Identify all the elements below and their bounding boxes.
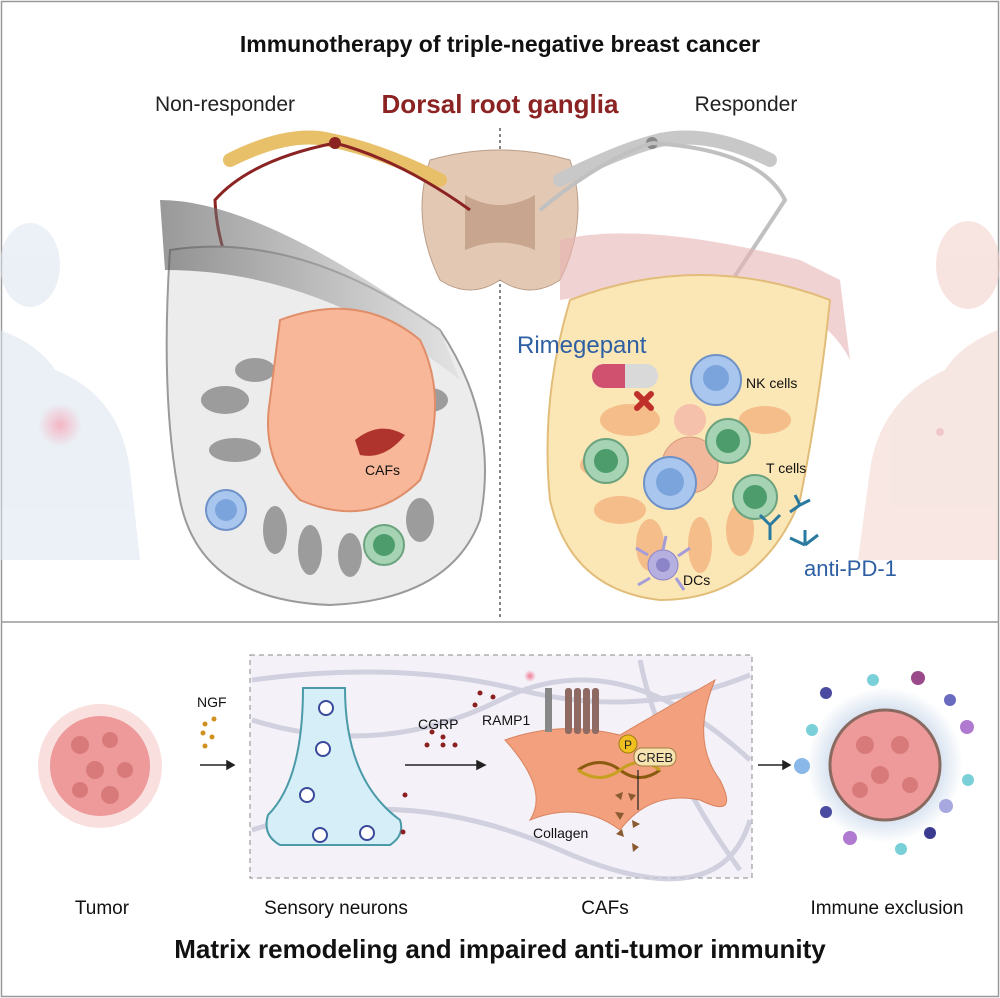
- collagen-label: Collagen: [533, 825, 588, 841]
- creb-label: CREB: [637, 750, 673, 765]
- breast-non-responder: [160, 200, 486, 607]
- caf-cell-icon: [504, 678, 728, 831]
- cafs-label-top: CAFs: [365, 462, 400, 478]
- dendritic-cell-icon: [635, 535, 691, 591]
- bottom-title: Matrix remodeling and impaired anti-tumo…: [174, 934, 826, 964]
- vesicle-icons: [299, 700, 375, 843]
- rimegepant-label: Rimegepant: [517, 332, 647, 359]
- signal-glow-icon: [524, 670, 536, 682]
- phospho-icon: [618, 734, 638, 754]
- sensory-neuron-terminal-icon: [265, 687, 403, 846]
- stage-label-cafs: CAFs: [581, 898, 629, 919]
- rimegepant-pill-icon: [592, 364, 658, 388]
- p-label: P: [624, 738, 632, 752]
- top-title: Immunotherapy of triple-negative breast …: [240, 31, 760, 57]
- stage-label-sensory-neurons: Sensory neurons: [264, 898, 408, 919]
- anti-pd1-antibody-icon: [758, 494, 819, 547]
- ngf-label: NGF: [197, 694, 227, 710]
- stage-label-tumor: Tumor: [75, 898, 130, 919]
- dcs-label: DCs: [683, 572, 710, 588]
- dorsal-root-ganglia-label: Dorsal root ganglia: [382, 89, 619, 119]
- patient-left-figure: [0, 223, 140, 560]
- t-cell-icon: [583, 418, 778, 520]
- cgrp-label: CGRP: [418, 716, 458, 732]
- collagen-particles-icon: [615, 792, 640, 852]
- nk-cells-label: NK cells: [746, 375, 797, 391]
- anti-pd1-label: anti-PD-1: [804, 556, 897, 581]
- block-x-icon: [634, 391, 654, 411]
- stage-label-immune-exclusion: Immune exclusion: [810, 898, 963, 919]
- responder-label: Responder: [695, 93, 798, 116]
- ngf-dots-icon: [200, 716, 217, 749]
- arrow-icon: [758, 759, 792, 771]
- ramp1-label: RAMP1: [482, 712, 530, 728]
- tumor-glow-icon: [38, 403, 82, 447]
- nk-cell-icon: [643, 354, 742, 510]
- t-cells-label: T cells: [766, 460, 806, 476]
- cgrp-dots-icon: [400, 690, 496, 835]
- breast-responder: [546, 233, 850, 602]
- drg-right-icon: [553, 130, 777, 187]
- tumor-cluster-icon: [38, 704, 162, 828]
- arrow-icon: [200, 759, 236, 771]
- non-responder-label: Non-responder: [155, 93, 295, 116]
- creb-icon: [633, 747, 677, 767]
- caf-cluster: [355, 428, 405, 456]
- tumor-mass: [267, 307, 436, 513]
- patient-right-figure: [858, 221, 1000, 560]
- spinal-cord-icon: [421, 149, 579, 291]
- arrow-icon: [405, 759, 487, 771]
- gpcr-receptor-icon: [565, 688, 599, 734]
- ramp1-receptor-icon: [545, 688, 552, 732]
- immune-exclusion-icon: [794, 671, 974, 855]
